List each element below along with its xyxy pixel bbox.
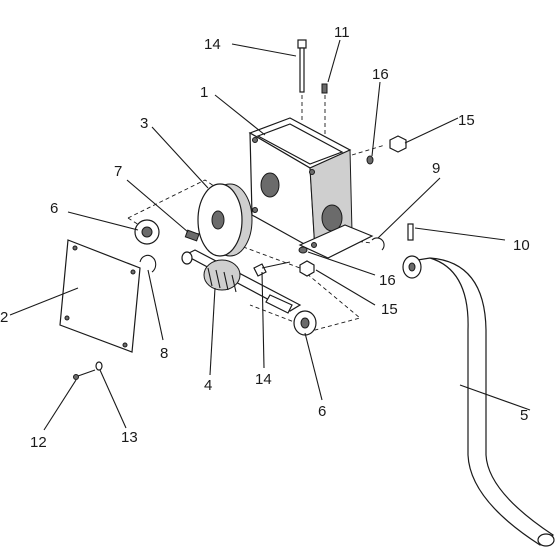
gear-housing [248,117,374,259]
callout-15-lower: 15 [381,301,398,318]
nut-lower [299,260,315,277]
callout-10: 10 [513,237,530,254]
set-screw [321,83,328,94]
callout-12: 12 [30,434,47,451]
callout-6-lower: 6 [318,403,326,420]
nut-upper [389,135,407,153]
callout-6-upper: 6 [50,200,58,217]
callout-labels: 1 2 3 4 5 6 6 7 8 9 10 11 12 13 14 14 15… [0,24,530,451]
cover-washer [95,361,103,371]
callout-5: 5 [520,407,528,424]
callout-16-lower: 16 [379,272,396,289]
bearing-upper [134,219,160,245]
callout-11: 11 [334,24,350,41]
cover-plate [59,239,141,353]
cover-screw [73,369,96,380]
roll-pin [407,223,414,241]
callout-8: 8 [160,345,168,362]
callout-9: 9 [432,160,440,177]
callout-14-lower: 14 [255,371,272,388]
bolt-upper [297,39,307,93]
callout-2: 2 [0,309,8,326]
washer-lower [298,246,308,254]
callout-4: 4 [204,377,212,394]
circlip-right [371,237,385,251]
callout-3: 3 [140,115,148,132]
crank-handle [402,255,555,547]
callout-1: 1 [200,84,208,101]
shaft-key [184,229,200,242]
callout-13: 13 [121,429,138,446]
large-gear [197,183,253,257]
bearing-lower [293,310,317,336]
callout-15-upper: 15 [458,112,475,129]
bolt-lower [253,261,291,277]
callout-14-upper: 14 [204,36,221,53]
circlip-left [139,254,157,273]
callout-16-upper: 16 [372,66,389,83]
callout-7: 7 [114,163,122,180]
leader-lines [9,39,531,431]
worm-shaft [181,249,302,314]
washer-upper [366,155,374,165]
